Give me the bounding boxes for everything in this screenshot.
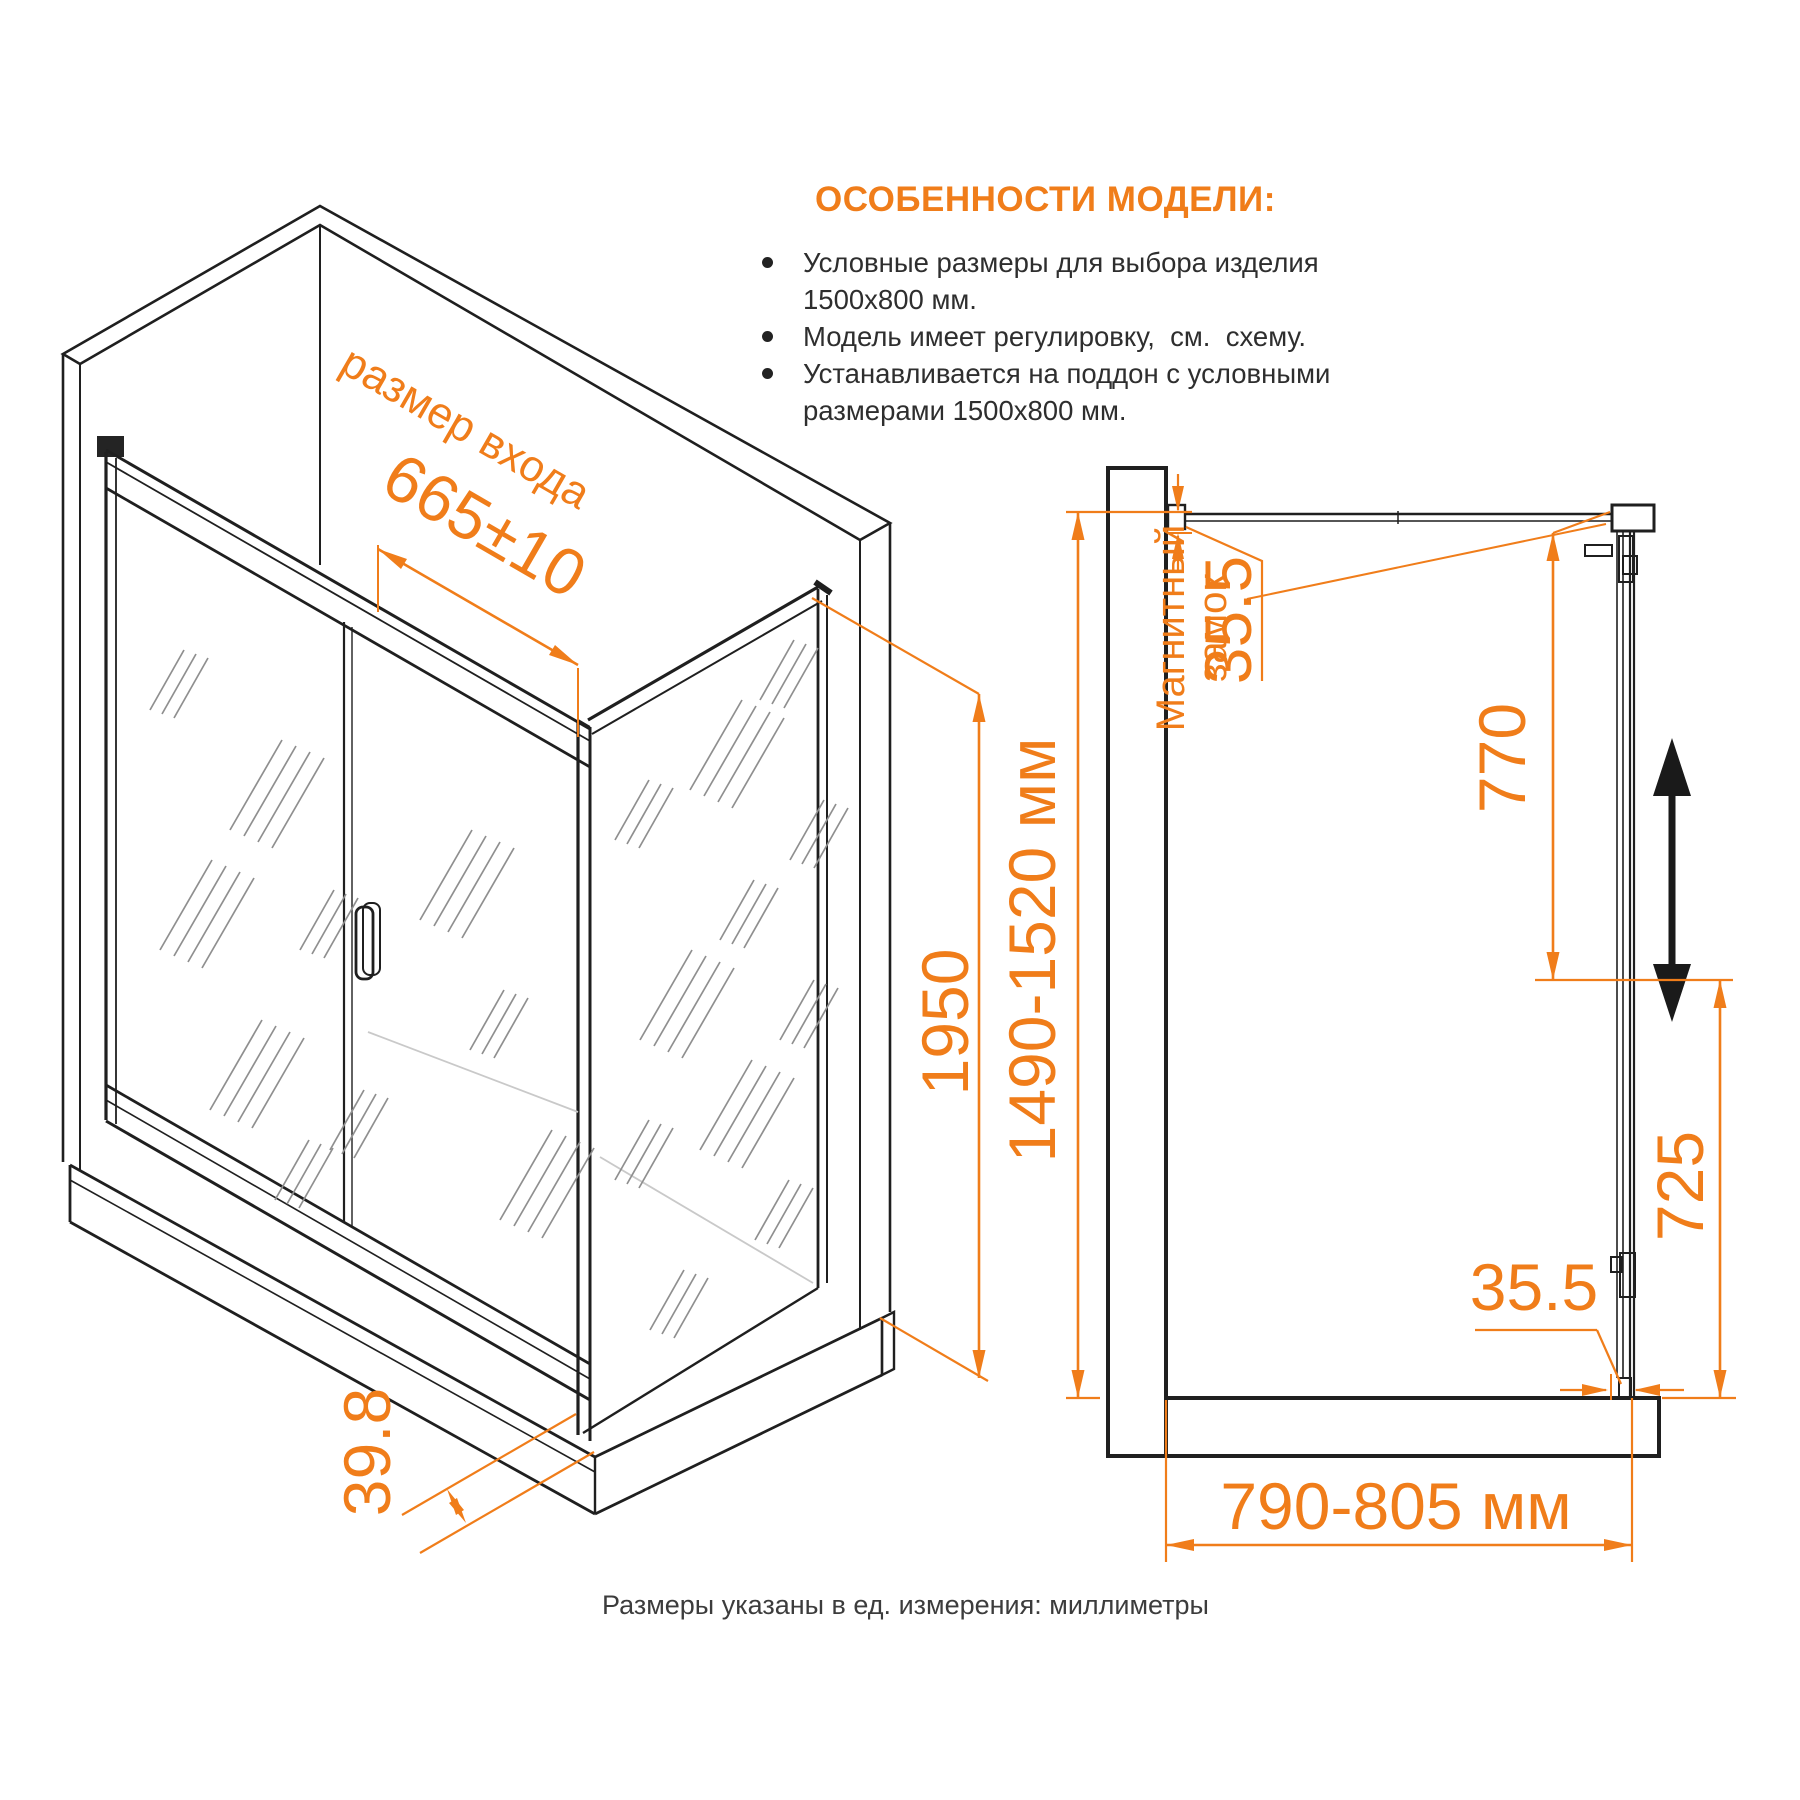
iso-room-walls <box>60 204 893 1330</box>
plan-height-dimension: 1490-1520 мм <box>995 510 1192 1400</box>
glass-hatching <box>149 639 849 1339</box>
iso-height-value: 1950 <box>908 949 982 1096</box>
lock-label-line1: Магнитный <box>1149 525 1193 732</box>
features-block: ОСОБЕННОСТИ МОДЕЛИ: Условные размеры для… <box>760 180 1490 429</box>
iso-door-face <box>97 436 592 1441</box>
plan-wall-offset-dimension: 35.5 <box>1168 474 1265 684</box>
magnetic-lock-label: Магнитный замок <box>1149 523 1607 732</box>
shower-tray <box>68 1163 896 1516</box>
door-travel-value: 770 <box>1465 703 1539 813</box>
wall-bracket <box>97 436 124 457</box>
plan-view <box>1106 466 1691 1458</box>
magnetic-lock <box>1584 544 1613 557</box>
features-list: Условные размеры для выбора изделия 1500… <box>760 244 1440 429</box>
plan-height-value: 1490-1520 мм <box>995 738 1069 1163</box>
plan-width-value: 790-805 мм <box>1220 1469 1571 1543</box>
door-travel-dimension: 770 <box>1465 511 1733 982</box>
units-footnote: Размеры указаны в ед. измерения: миллиме… <box>602 1590 1209 1620</box>
base-height-value: 39.8 <box>330 1388 404 1516</box>
side-inner-dimension: 725 <box>1643 980 1736 1400</box>
panel-offset-dimension: 35.5 <box>1470 1250 1684 1400</box>
iso-base-dimension: 39.8 <box>330 1388 595 1554</box>
plan-wall <box>1106 466 1168 1458</box>
slide-direction-arrow <box>1653 738 1691 1022</box>
magnetic-lock <box>1618 535 1634 583</box>
feature-item: Условные размеры для выбора изделия 1500… <box>760 244 1440 318</box>
door-handle <box>354 905 375 981</box>
iso-height-dimension: 1950 <box>811 597 989 1382</box>
features-title: ОСОБЕННОСТИ МОДЕЛИ: <box>815 180 1276 219</box>
iso-side-panel <box>582 579 833 1435</box>
magnetic-lock <box>1622 555 1638 575</box>
plan-tray <box>1164 1396 1661 1458</box>
glass-reflections <box>367 1031 814 1284</box>
iso-entry-dimension: размер входа 665±10 <box>333 337 599 737</box>
lock-label-line2: замок <box>1191 574 1235 682</box>
feature-item: Устанавливается на поддон с условными ра… <box>760 355 1440 429</box>
plan-width-dimension: 790-805 мм <box>1164 1398 1634 1562</box>
side-inner-value: 725 <box>1643 1131 1717 1241</box>
wall-offset-value: 35.5 <box>1191 556 1265 684</box>
door-handle <box>362 902 381 976</box>
feature-item: Модель имеет регулировку, см. схему. <box>760 318 1440 355</box>
panel-offset-value: 35.5 <box>1470 1250 1598 1324</box>
